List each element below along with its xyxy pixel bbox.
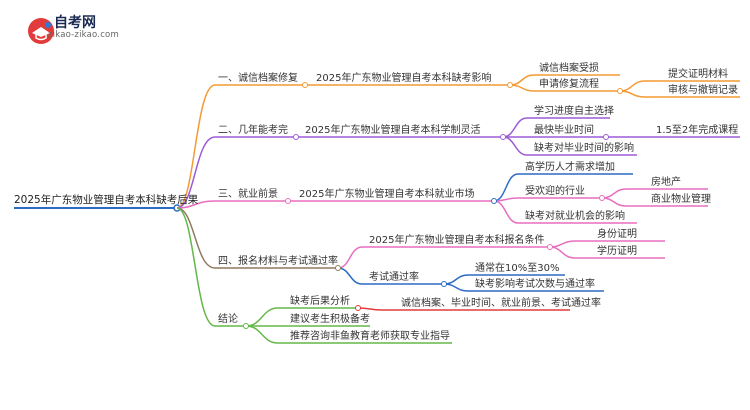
- branch-4-sub-2[interactable]: 考试通过率: [369, 272, 419, 283]
- branch-3-lines: [176, 200, 494, 209]
- branch-4-leaf-1[interactable]: 身份证明: [597, 229, 637, 240]
- branch-2-leaf-2[interactable]: 最快毕业时间: [534, 125, 594, 136]
- branch-5-item-1[interactable]: 缺考后果分析: [290, 296, 350, 307]
- branch-1-extra-1[interactable]: 提交证明材料: [668, 69, 728, 80]
- branch-4-leaf-2[interactable]: 学历证明: [597, 246, 637, 257]
- site-url: zikao-zikao.com: [48, 30, 119, 40]
- branch-3-leaf-1[interactable]: 高学历人才需求增加: [525, 162, 615, 173]
- branch-2-extra-1[interactable]: 1.5至2年完成课程: [656, 125, 739, 136]
- branch-1-label[interactable]: 一、诚信档案修复: [218, 73, 298, 84]
- branch-5-lines: [176, 207, 452, 344]
- branch-1-leaf-2[interactable]: 申请修复流程: [539, 79, 599, 90]
- site-title: 自考网: [54, 15, 96, 31]
- branch-5-label[interactable]: 结论: [218, 314, 238, 325]
- branch-3-extra-1[interactable]: 房地产: [651, 177, 681, 188]
- branch-4-leaf2-2[interactable]: 缺考影响考试次数与通过率: [475, 279, 595, 290]
- branch-2-leaf-1[interactable]: 学习进度自主选择: [534, 106, 614, 117]
- branch-3-sub-lines: [493, 173, 633, 202]
- root-topic[interactable]: 2025年广东物业管理自考本科缺考后果: [14, 194, 199, 206]
- branch-2-label[interactable]: 二、几年能考完: [218, 125, 288, 136]
- branch-5-item-3[interactable]: 推荐咨询非鱼教育老师获取专业指导: [290, 331, 450, 342]
- branch-2-sub[interactable]: 2025年广东物业管理自考本科学制灵活: [305, 125, 481, 136]
- branch-4-label[interactable]: 四、报名材料与考试通过率: [218, 256, 338, 267]
- logo-icon: [28, 18, 54, 44]
- branch-5-item-2[interactable]: 建议考生积极备考: [290, 314, 370, 325]
- branch-4-leaf2-1[interactable]: 通常在10%至30%: [475, 263, 560, 274]
- branch-3-sub[interactable]: 2025年广东物业管理自考本科就业市场: [299, 189, 475, 200]
- branch-3-label[interactable]: 三、就业前景: [218, 189, 278, 200]
- branch-1-sub[interactable]: 2025年广东物业管理自考本科缺考影响: [316, 73, 492, 84]
- branch-1-extra-2[interactable]: 审核与撤销记录: [668, 85, 738, 96]
- site-logo[interactable]: [26, 10, 146, 55]
- branch-3-leaf-3[interactable]: 缺考对就业机会的影响: [525, 211, 625, 222]
- branch-2-lines: [176, 117, 740, 209]
- branch-1-lines: [176, 74, 740, 209]
- branch-3-extra-2[interactable]: 商业物业管理: [651, 194, 711, 205]
- branch-4-lines: [176, 207, 338, 269]
- branch-3-leaf-2[interactable]: 受欢迎的行业: [525, 186, 585, 197]
- branch-5-extra[interactable]: 诚信档案、毕业时间、就业前景、考试通过率: [401, 298, 601, 309]
- branch-4-sub-1[interactable]: 2025年广东物业管理自考本科报名条件: [369, 235, 545, 246]
- branch-1-leaf-1[interactable]: 诚信档案受损: [539, 63, 599, 74]
- branch-2-leaf-3[interactable]: 缺考对毕业时间的影响: [534, 143, 634, 154]
